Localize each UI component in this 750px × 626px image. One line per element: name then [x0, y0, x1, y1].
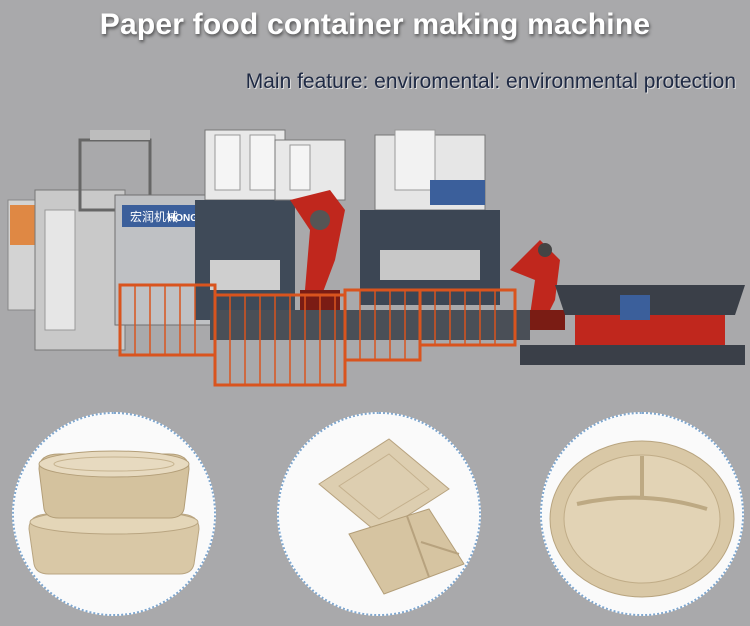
machine-illustration: 宏润机械 HONGRUN	[0, 110, 750, 410]
page-title: Paper food container making machine	[99, 8, 651, 41]
brand-english-label: HONGRUN	[168, 213, 220, 224]
product-containers-image	[12, 412, 216, 616]
product-clamshell-image	[277, 412, 481, 616]
page-subtitle: Main feature: enviromental: environmenta…	[245, 70, 736, 93]
brand-chinese-label: 宏润机械	[130, 209, 178, 224]
product-plate-image	[540, 412, 744, 616]
